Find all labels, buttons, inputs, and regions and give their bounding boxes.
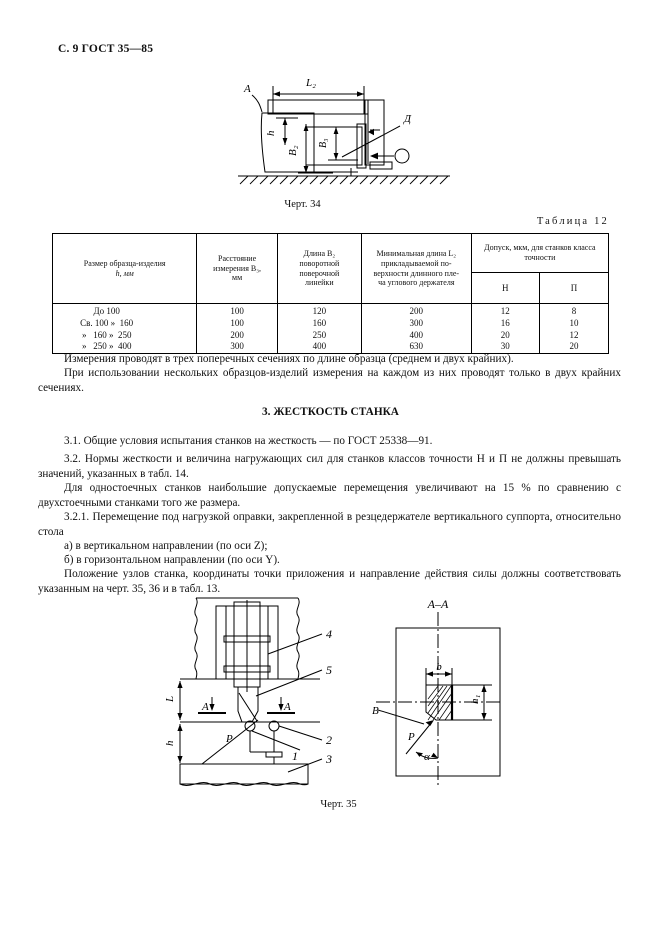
table-row: Св. 100 » 160 100 160 300 16 10	[51, 317, 610, 330]
figure35-section-label: A–A	[427, 597, 449, 611]
figure35-label-A-right: A	[283, 701, 291, 713]
table-header-row: Размер образца-изделия h, мм Расстояние …	[51, 233, 610, 304]
cell-min-l2: 300	[360, 317, 472, 330]
paragraph-3-1: 3.1. Общие условия испытания станков на …	[64, 435, 433, 447]
col-header-b2-line4: линейки	[305, 278, 334, 288]
table-12-label: Таблица 12	[536, 216, 609, 227]
paragraph-3-2-1: 3.2.1. Перемещение под нагрузкой оправки…	[38, 511, 621, 538]
paragraph-single-column: Для одностоечных станков наибольшие допу…	[38, 482, 621, 509]
figure35-label-5: 5	[326, 663, 332, 677]
figure35-label-P-left: P	[225, 733, 233, 745]
cell-min-l2: 200	[360, 303, 472, 318]
col-header-l2-line1: Минимальная длина L₂	[376, 249, 457, 258]
col-header-distance-line2: измерения B₃,	[213, 263, 261, 273]
figure34-label-A: A	[243, 83, 251, 95]
page-header: С. 9 ГОСТ 35—85	[58, 43, 154, 55]
col-header-b2-line3: поверочной	[299, 268, 340, 278]
table-12-body: До 100 100 120 200 12 8 Св. 100 » 160 10…	[51, 303, 610, 354]
cell-tol-p: 20	[538, 340, 610, 354]
list-item-b: б) в горизонтальном направлении (по оси …	[64, 554, 280, 566]
table-col-header-tolerance-n: Н	[470, 272, 540, 304]
col-header-b2-line1: Длина B₂	[303, 249, 336, 258]
cell-tol-p: 10	[538, 317, 610, 330]
figure-35-caption: Черт. 35	[320, 799, 357, 810]
col-header-distance-line1: Расстояние	[218, 253, 257, 263]
cell-length-b2: 400	[276, 340, 362, 354]
cell-size: До 100	[51, 303, 198, 318]
figure-35: 4 5 2 3 1 A A P L h A–A b h₁ B P α	[140, 592, 540, 797]
cell-length-b2: 160	[276, 317, 362, 330]
table-col-header-min-l2: Минимальная длина L₂ прикладываемой по- …	[360, 233, 472, 304]
col-header-l2-line2: прикладываемой по-	[381, 258, 452, 268]
figure35-label-B: B	[372, 705, 379, 717]
cell-tol-p: 8	[538, 303, 610, 318]
figure35-label-1: 1	[292, 749, 298, 763]
cell-distance: 300	[196, 340, 278, 354]
figure35-label-2: 2	[326, 733, 332, 747]
figure35-label-h1: h₁	[469, 695, 481, 705]
figure34-label-D: Д	[403, 113, 412, 125]
cell-size: » 160 » 250	[51, 329, 198, 341]
cell-size: » 250 » 400	[51, 340, 198, 354]
cell-distance: 100	[196, 317, 278, 330]
table-col-header-distance: Расстояние измерения B₃, мм	[196, 233, 278, 304]
figure35-label-alpha: α	[424, 751, 430, 763]
col-header-b2-line2: поворотной	[299, 258, 340, 268]
table-12: Размер образца-изделия h, мм Расстояние …	[51, 233, 610, 354]
figure35-label-b: b	[436, 661, 442, 673]
paragraph-node-position: Положение узлов станка, координаты точки…	[38, 568, 621, 595]
figure35-label-h: h	[164, 740, 176, 746]
cell-tol-p: 12	[538, 329, 610, 341]
table-col-header-tolerance-p: П	[538, 272, 610, 304]
cell-distance: 100	[196, 303, 278, 318]
cell-length-b2: 250	[276, 329, 362, 341]
table-col-header-size: Размер образца-изделия h, мм	[51, 233, 198, 304]
paragraph-3-2: 3.2. Нормы жесткости и величина нагружаю…	[38, 453, 621, 480]
table-row: » 250 » 400 300 400 630 30 20	[51, 340, 610, 354]
list-item-a: а) в вертикальном направлении (по оси Z)…	[64, 540, 268, 552]
figure35-label-3: 3	[325, 752, 332, 766]
cell-size: Св. 100 » 160	[51, 317, 198, 330]
table-col-header-length-b2: Длина B₂ поворотной поверочной линейки	[276, 233, 362, 304]
figure-34: L₂ A h B₂ B₃ Д	[218, 72, 474, 197]
figure34-label-h: h	[265, 130, 277, 136]
cell-length-b2: 120	[276, 303, 362, 318]
col-header-distance-line3: мм	[232, 273, 243, 283]
col-header-size-line1: Размер образца-изделия	[83, 258, 166, 268]
section-title-rigidity: 3. ЖЕСТКОСТЬ СТАНКА	[262, 406, 399, 418]
cell-tol-n: 30	[470, 340, 540, 354]
paragraph-measurements-1: Измерения проводят в трех поперечных сеч…	[64, 353, 514, 365]
figure35-label-L: L	[164, 696, 176, 703]
figure35-label-4: 4	[326, 627, 332, 641]
col-header-l2-line3: верхности длинного пле-	[373, 268, 460, 278]
table-12-head: Размер образца-изделия h, мм Расстояние …	[51, 233, 610, 304]
table-subheader-row: Н П	[53, 272, 610, 304]
table-row: До 100 100 120 200 12 8	[51, 303, 610, 318]
cell-distance: 200	[196, 329, 278, 341]
col-header-size-line2: h, мм	[115, 268, 134, 278]
paragraph-measurements-2: При использовании нескольких образцов-из…	[38, 367, 621, 394]
figure35-label-P-right: P	[407, 731, 415, 743]
cell-tol-n: 20	[470, 329, 540, 341]
figure34-label-B3: B₃	[318, 138, 329, 148]
cell-min-l2: 400	[360, 329, 472, 341]
table-col-header-tolerance-group: Допуск, мкм, для станков класса точности	[470, 233, 610, 273]
figure34-label-B2: B₂	[287, 145, 299, 156]
figure35-label-A-left: A	[201, 701, 209, 713]
cell-tol-n: 12	[470, 303, 540, 318]
table-row: » 160 » 250 200 250 400 20 12	[51, 329, 610, 341]
figure34-label-L2: L₂	[305, 77, 316, 89]
cell-tol-n: 16	[470, 317, 540, 330]
figure-34-caption: Черт. 34	[284, 199, 321, 210]
col-header-l2-line4: ча углового держателя	[378, 278, 455, 288]
